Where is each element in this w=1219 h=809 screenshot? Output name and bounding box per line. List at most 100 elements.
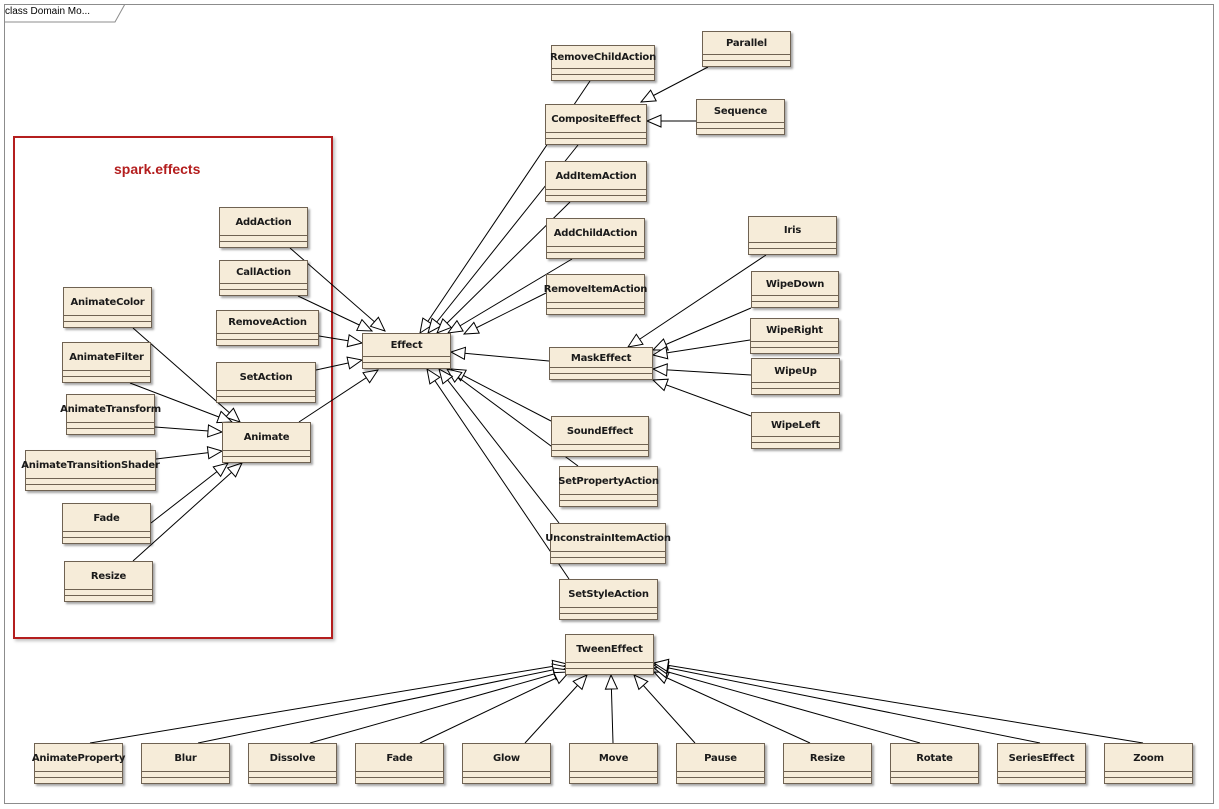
class-name: RemoveChildAction <box>550 52 657 63</box>
class-name: SetAction <box>239 371 293 383</box>
class-animate[interactable]: Animate <box>222 422 311 463</box>
class-wipe-left[interactable]: WipeLeft <box>751 412 840 449</box>
class-wipe-down[interactable]: WipeDown <box>751 271 839 308</box>
diagram-title: class Domain Mo... <box>5 6 91 17</box>
class-name: SetStyleAction <box>568 588 649 600</box>
class-name: AnimateColor <box>70 296 145 308</box>
class-blur[interactable]: Blur <box>141 743 230 784</box>
class-rotate[interactable]: Rotate <box>890 743 979 784</box>
class-name: Fade <box>93 512 120 524</box>
generalization-rotate <box>654 668 921 744</box>
class-name: AnimateFilter <box>69 351 144 363</box>
class-animate-property[interactable]: AnimateProperty <box>31 743 126 784</box>
class-parallel[interactable]: Parallel <box>702 31 791 67</box>
class-name: Effect <box>390 340 423 351</box>
class-tween-effect[interactable]: TweenEffect <box>565 634 654 675</box>
class-name: SoundEffect <box>566 425 634 437</box>
generalization-resize-mx <box>654 672 811 744</box>
class-name: AddChildAction <box>553 227 638 239</box>
class-name: AnimateProperty <box>31 752 126 764</box>
generalization-wipe-down <box>653 307 752 350</box>
class-animate-transform[interactable]: AnimateTransform <box>60 394 161 435</box>
generalization-wipe-right <box>653 339 751 355</box>
class-name: Parallel <box>726 38 767 49</box>
class-animate-transition-shader[interactable]: AnimateTransitionShader <box>21 450 160 491</box>
class-remove-child-action[interactable]: RemoveChildAction <box>550 45 657 81</box>
class-add-child-action[interactable]: AddChildAction <box>546 218 645 259</box>
generalization-parallel <box>641 66 709 102</box>
class-name: Dissolve <box>269 752 316 764</box>
class-effect[interactable]: Effect <box>362 333 451 369</box>
package-label: spark.effects <box>114 161 201 177</box>
generalization-wipe-left <box>653 380 752 417</box>
generalization-sound-effect <box>451 369 552 422</box>
class-unconstrain-item-action[interactable]: UnconstrainItemAction <box>545 523 671 564</box>
class-glow[interactable]: Glow <box>462 743 551 784</box>
generalization-remove-action <box>318 336 362 343</box>
class-iris[interactable]: Iris <box>748 216 837 255</box>
generalization-fade-mx <box>419 672 569 744</box>
generalization-move <box>611 675 613 744</box>
class-wipe-up[interactable]: WipeUp <box>751 358 840 395</box>
generalization-resize-spark <box>132 463 242 562</box>
class-set-style-action[interactable]: SetStyleAction <box>559 579 658 620</box>
class-animate-color[interactable]: AnimateColor <box>63 287 152 328</box>
class-series-effect[interactable]: SeriesEffect <box>997 743 1086 784</box>
generalization-animate-filter <box>129 382 232 422</box>
generalization-set-action <box>315 360 362 371</box>
generalization-call-action <box>297 295 372 331</box>
generalization-mask-effect <box>451 352 550 362</box>
class-move[interactable]: Move <box>569 743 658 784</box>
class-sound-effect[interactable]: SoundEffect <box>551 416 649 457</box>
class-name: Iris <box>783 224 802 236</box>
class-name: CompositeEffect <box>551 113 641 125</box>
class-sequence[interactable]: Sequence <box>696 99 785 135</box>
class-name: Fade <box>386 752 413 764</box>
class-wipe-right[interactable]: WipeRight <box>750 318 839 354</box>
class-name: Sequence <box>713 106 768 117</box>
class-mask-effect[interactable]: MaskEffect <box>549 347 653 380</box>
class-animate-filter[interactable]: AnimateFilter <box>62 342 151 383</box>
class-name: SetPropertyAction <box>558 475 659 487</box>
class-name: UnconstrainItemAction <box>545 532 671 544</box>
class-resize-spark[interactable]: Resize <box>64 561 153 602</box>
class-zoom[interactable]: Zoom <box>1104 743 1193 784</box>
class-dissolve[interactable]: Dissolve <box>248 743 337 784</box>
class-call-action[interactable]: CallAction <box>219 260 308 296</box>
class-remove-action[interactable]: RemoveAction <box>216 310 319 346</box>
generalization-zoom <box>654 663 1144 744</box>
class-name: RemoveItemAction <box>543 283 648 295</box>
class-name: AnimateTransform <box>60 403 161 415</box>
class-composite-effect[interactable]: CompositeEffect <box>545 104 647 145</box>
class-name: MaskEffect <box>570 352 632 364</box>
generalization-dissolve <box>309 670 568 744</box>
class-name: SeriesEffect <box>1008 752 1075 764</box>
generalization-fade-spark <box>150 463 228 524</box>
package-spark-effects[interactable] <box>13 136 333 639</box>
generalization-series-effect <box>654 665 1041 744</box>
generalization-glow <box>524 675 587 744</box>
class-name: Glow <box>493 752 520 764</box>
class-name: AddAction <box>235 216 292 228</box>
generalization-blur <box>197 667 567 744</box>
class-name: AnimateTransitionShader <box>21 459 160 471</box>
class-name: Rotate <box>916 752 953 764</box>
class-pause[interactable]: Pause <box>676 743 765 784</box>
class-add-action[interactable]: AddAction <box>219 207 308 248</box>
class-fade-mx[interactable]: Fade <box>355 743 444 784</box>
class-set-property-action[interactable]: SetPropertyAction <box>558 466 659 507</box>
class-name: WipeRight <box>766 325 823 336</box>
class-name: RemoveAction <box>228 317 307 328</box>
class-resize-mx[interactable]: Resize <box>783 743 872 784</box>
class-name: Zoom <box>1133 752 1164 764</box>
class-name: AddItemAction <box>555 170 637 182</box>
class-name: CallAction <box>236 267 291 278</box>
generalization-add-child-action <box>448 258 573 333</box>
class-set-action[interactable]: SetAction <box>216 362 316 403</box>
class-fade-spark[interactable]: Fade <box>62 503 151 544</box>
generalization-wipe-up <box>653 369 752 375</box>
class-remove-item-action[interactable]: RemoveItemAction <box>543 274 648 315</box>
class-add-item-action[interactable]: AddItemAction <box>545 161 647 202</box>
diagram-frame <box>4 4 1214 804</box>
